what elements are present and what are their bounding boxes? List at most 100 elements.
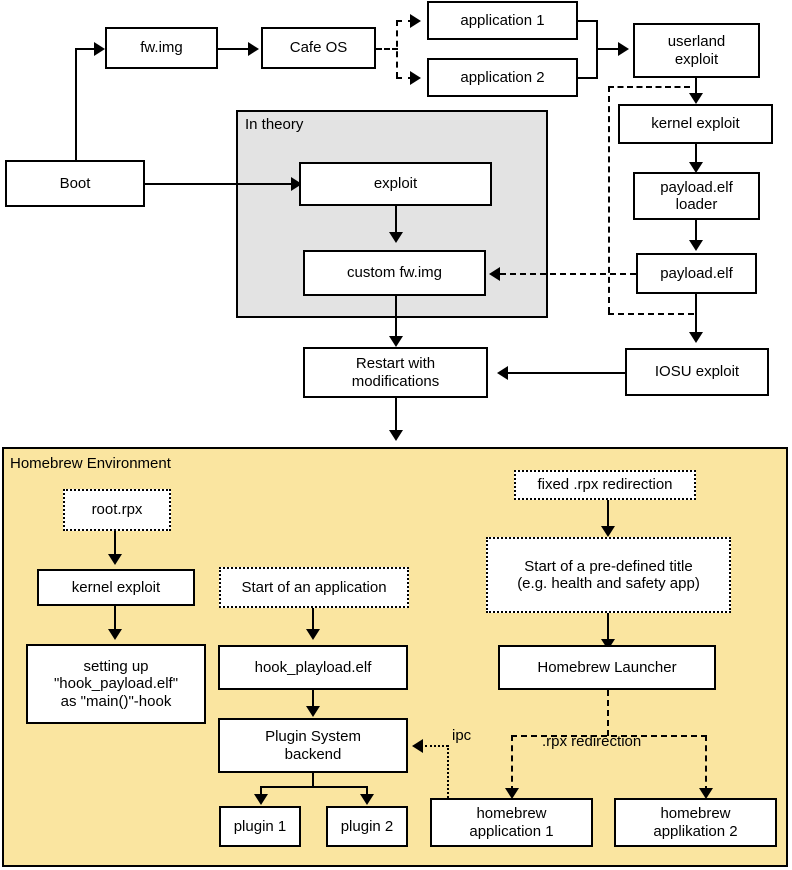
node-plugin-2[interactable]: plugin 2 [326, 806, 408, 847]
node-restart-with-modifications[interactable]: Restart with modifications [303, 347, 488, 398]
edge-rpx-to-homebrew-app-1 [511, 735, 513, 792]
edge-userland-to-kernel-exploit [695, 78, 697, 98]
arrowhead-into-predefined-title [601, 526, 615, 537]
arrowhead-into-restart [389, 336, 403, 347]
node-application-1-label: application 1 [460, 11, 545, 29]
arrowhead-into-fwimg [94, 42, 105, 56]
node-homebrew-application-1-label: homebrew application 1 [469, 805, 554, 840]
edge-plugin-system-out-vertical [312, 773, 314, 787]
edge-cafeos-dash-out [376, 48, 398, 50]
edge-rootrpx-to-kernel-exploit-hb [114, 531, 116, 558]
edge-application1-out [578, 20, 598, 22]
edge-fixed-rpx-to-predefined-title [607, 500, 609, 530]
edge-restart-to-homebrew-environment [395, 398, 397, 434]
edge-rpx-to-homebrew-app-2 [705, 735, 707, 792]
arrowhead-into-plugin-2 [360, 794, 374, 805]
edge-predefined-title-to-launcher [607, 613, 609, 643]
edge-ipc-vertical [447, 745, 449, 801]
edge-label-ipc: ipc [452, 727, 472, 744]
node-plugin-1-label: plugin 1 [233, 817, 287, 835]
node-custom-fw-img[interactable]: custom fw.img [303, 250, 486, 296]
node-root-rpx[interactable]: root.rpx [63, 489, 171, 531]
node-cafe-os-label: Cafe OS [289, 39, 348, 57]
node-application-2[interactable]: application 2 [427, 58, 578, 97]
region-in-theory-label: In theory [245, 116, 304, 133]
edge-payload-loader-to-payload [695, 220, 697, 244]
arrowhead-into-application-2 [410, 71, 421, 85]
node-application-1[interactable]: application 1 [427, 1, 578, 40]
node-kernel-exploit-top[interactable]: kernel exploit [618, 104, 773, 144]
node-homebrew-launcher-label: Homebrew Launcher [537, 658, 677, 676]
node-homebrew-launcher[interactable]: Homebrew Launcher [498, 645, 716, 690]
node-userland-exploit[interactable]: userland exploit [633, 23, 760, 78]
edge-rpx-redirection-bus [511, 735, 707, 737]
arrowhead-into-iosu-exploit [689, 332, 703, 343]
node-payload-elf-loader[interactable]: payload.elf loader [633, 172, 760, 220]
node-payload-elf[interactable]: payload.elf [636, 253, 757, 294]
node-hook-playload-elf[interactable]: hook_playload.elf [218, 645, 408, 690]
edge-application2-out [578, 77, 598, 79]
edge-launcher-dash-down [607, 690, 609, 736]
edge-boot-to-exploit [145, 183, 297, 185]
node-plugin-system-backend[interactable]: Plugin System backend [218, 718, 408, 773]
edge-dashed-bypass-vertical [608, 86, 610, 313]
node-cafe-os[interactable]: Cafe OS [261, 27, 376, 69]
node-homebrew-applikation-2[interactable]: homebrew applikation 2 [614, 798, 777, 847]
node-start-of-an-application-label: Start of an application [241, 578, 387, 596]
arrowhead-into-kernel-exploit-hb [108, 554, 122, 565]
edge-payload-to-custom-fwimg [500, 273, 636, 275]
arrowhead-into-payload-elf [689, 240, 703, 251]
node-plugin-1[interactable]: plugin 1 [219, 806, 301, 847]
arrowhead-into-userland-exploit [618, 42, 629, 56]
edge-payload-to-iosu-exploit [695, 294, 697, 336]
edge-custom-fwimg-to-restart [395, 296, 397, 340]
arrowhead-into-kernel-exploit [689, 93, 703, 104]
arrowhead-into-setting-up [108, 629, 122, 640]
node-custom-fw-img-label: custom fw.img [346, 264, 443, 282]
edge-kernel-to-payload-loader [695, 144, 697, 166]
node-kernel-exploit-top-label: kernel exploit [651, 115, 740, 133]
arrowhead-into-application-1 [410, 14, 421, 28]
node-plugin-system-backend-label: Plugin System backend [265, 728, 361, 763]
arrowhead-into-plugin-system [306, 706, 320, 717]
node-restart-with-modifications-label: Restart with modifications [351, 355, 440, 390]
node-setting-up-hook[interactable]: setting up "hook_payload.elf" as "main()… [26, 644, 206, 724]
edge-plugin-split-horizontal [260, 786, 367, 788]
arrowhead-into-homebrew-launcher [601, 639, 615, 650]
node-fw-img-label: fw.img [140, 39, 183, 57]
node-boot-label: Boot [59, 174, 91, 192]
arrowhead-into-payload-loader [689, 162, 703, 173]
edge-ipc-horizontal [425, 745, 448, 747]
edge-dashed-bypass-top [608, 86, 690, 88]
node-root-rpx-label: root.rpx [91, 501, 143, 519]
edge-boot-to-fwimg-vertical [75, 49, 77, 161]
arrowhead-into-cafeos [248, 42, 259, 56]
node-plugin-2-label: plugin 2 [340, 817, 394, 835]
node-fixed-rpx-redirection-label: fixed .rpx redirection [537, 476, 673, 494]
edge-cafeos-dash-vertical [396, 20, 398, 78]
node-homebrew-application-1[interactable]: homebrew application 1 [430, 798, 593, 847]
arrowhead-into-plugin-1 [254, 794, 268, 805]
node-boot[interactable]: Boot [5, 160, 145, 207]
node-hook-playload-elf-label: hook_playload.elf [254, 658, 372, 676]
node-kernel-exploit-homebrew[interactable]: kernel exploit [37, 569, 195, 606]
node-start-predefined-title[interactable]: Start of a pre-defined title (e.g. healt… [486, 537, 731, 613]
node-homebrew-applikation-2-label: homebrew applikation 2 [653, 805, 738, 840]
node-application-2-label: application 2 [460, 68, 545, 86]
node-fixed-rpx-redirection[interactable]: fixed .rpx redirection [514, 470, 696, 500]
edge-dashed-bypass-bottom [608, 313, 694, 315]
node-fw-img[interactable]: fw.img [105, 27, 218, 69]
edge-to-plugin-1-vertical [260, 786, 262, 798]
arrowhead-into-plugin-system-ipc [412, 739, 423, 753]
arrowhead-into-homebrew-application-1 [505, 788, 519, 799]
arrowhead-into-exploit [291, 177, 302, 191]
edge-fwimg-to-cafeos [218, 48, 252, 50]
node-exploit[interactable]: exploit [299, 162, 492, 206]
edge-hook-playload-to-plugin-system [312, 690, 314, 710]
node-iosu-exploit[interactable]: IOSU exploit [625, 348, 769, 396]
arrowhead-into-homebrew-applikation-2 [699, 788, 713, 799]
edge-dash-to-application2 [396, 77, 414, 79]
node-start-predefined-title-label: Start of a pre-defined title (e.g. healt… [517, 557, 700, 592]
node-kernel-exploit-homebrew-label: kernel exploit [71, 578, 161, 596]
node-start-of-an-application[interactable]: Start of an application [219, 567, 409, 608]
